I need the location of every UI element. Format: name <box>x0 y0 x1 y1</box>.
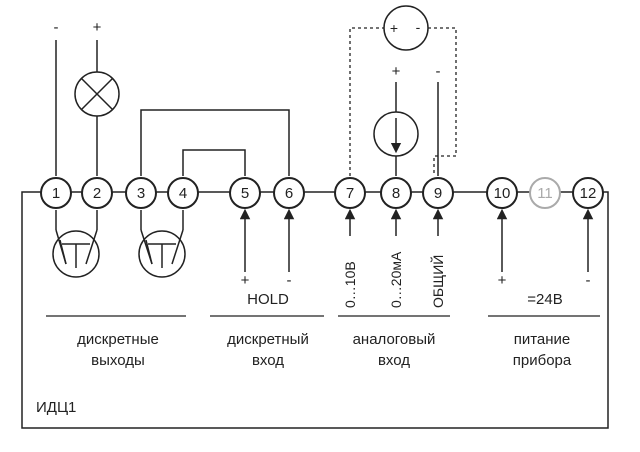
voltmeter-icon: + - <box>383 5 429 51</box>
hold-label: HOLD <box>247 291 289 308</box>
hold-plus-sign: + <box>241 272 250 289</box>
terminal-circle <box>572 177 604 209</box>
input-group-label-line2: вход <box>252 352 284 369</box>
terminal-number: 2 <box>93 185 101 202</box>
lamp-plus-sign: + <box>93 19 102 36</box>
terminal-6: 6 <box>273 177 305 209</box>
power-plus-sign: + <box>498 272 507 289</box>
outputs-group-label-line2: выходы <box>91 352 145 369</box>
common-label: ОБЩИЙ <box>429 255 446 308</box>
transistor-icon-1 <box>52 210 100 278</box>
terminal-number: 3 <box>137 185 145 202</box>
terminal-5: 5 <box>229 177 261 209</box>
device-label: ИДЦ1 <box>36 399 76 416</box>
terminal-number: 4 <box>179 185 187 202</box>
analog-group-label-line2: вход <box>378 352 410 369</box>
lamp-icon <box>74 71 120 117</box>
terminal-number: 10 <box>494 185 511 202</box>
terminal-number: 12 <box>580 185 597 202</box>
terminal-number: 9 <box>434 185 442 202</box>
terminal-8: 8 <box>380 177 412 209</box>
hold-minus-sign: - <box>287 272 292 289</box>
voltmeter-wire-left <box>349 27 384 176</box>
current-range-label: 0…20мА <box>388 251 404 308</box>
terminal-circle <box>229 177 261 209</box>
terminal-circle <box>422 177 454 209</box>
terminal-12: 12 <box>572 177 604 209</box>
transistor-icon-2 <box>138 210 186 278</box>
svg-text:+: + <box>390 20 398 36</box>
current-source-icon <box>373 111 419 157</box>
svg-text:-: - <box>416 19 421 35</box>
power-minus-sign: - <box>586 272 591 289</box>
terminal-circle <box>529 177 561 209</box>
terminal-circle <box>380 177 412 209</box>
power-group-label-line1: питание <box>514 331 571 348</box>
terminal-number: 6 <box>285 185 293 202</box>
device-outline <box>21 191 609 429</box>
terminal-10: 10 <box>486 177 518 209</box>
terminal-number: 7 <box>346 185 354 202</box>
voltmeter-wire-right <box>428 27 457 176</box>
jumper-3-6 <box>140 109 290 176</box>
terminal-2: 2 <box>81 177 113 209</box>
input-group-label-line1: дискретный <box>227 331 309 348</box>
terminal-circle <box>486 177 518 209</box>
terminal-number: 1 <box>52 185 60 202</box>
terminal-9: 9 <box>422 177 454 209</box>
voltage-range-label: 0…10В <box>342 261 358 308</box>
source-plus-sign: + <box>392 63 401 80</box>
terminal-circle <box>273 177 305 209</box>
terminal-7: 7 <box>334 177 366 209</box>
terminal-3: 3 <box>125 177 157 209</box>
analog-group-label-line1: аналоговый <box>353 331 436 348</box>
terminal-1: 1 <box>40 177 72 209</box>
terminal-circle <box>125 177 157 209</box>
terminal-11: 11 <box>529 177 561 209</box>
terminal-circle <box>334 177 366 209</box>
source-minus-sign: - <box>436 63 441 80</box>
terminal-number: 5 <box>241 185 249 202</box>
terminal-circle <box>81 177 113 209</box>
lamp-minus-sign: - <box>54 19 59 36</box>
power-voltage-label: =24В <box>527 291 562 308</box>
terminal-circle <box>167 177 199 209</box>
terminal-number: 8 <box>392 185 400 202</box>
terminal-number: 11 <box>537 185 553 202</box>
outputs-group-label-line1: дискретные <box>77 331 159 348</box>
power-group-label-line2: прибора <box>513 352 572 369</box>
terminal-4: 4 <box>167 177 199 209</box>
jumper-4-5 <box>182 149 246 176</box>
terminal-circle <box>40 177 72 209</box>
